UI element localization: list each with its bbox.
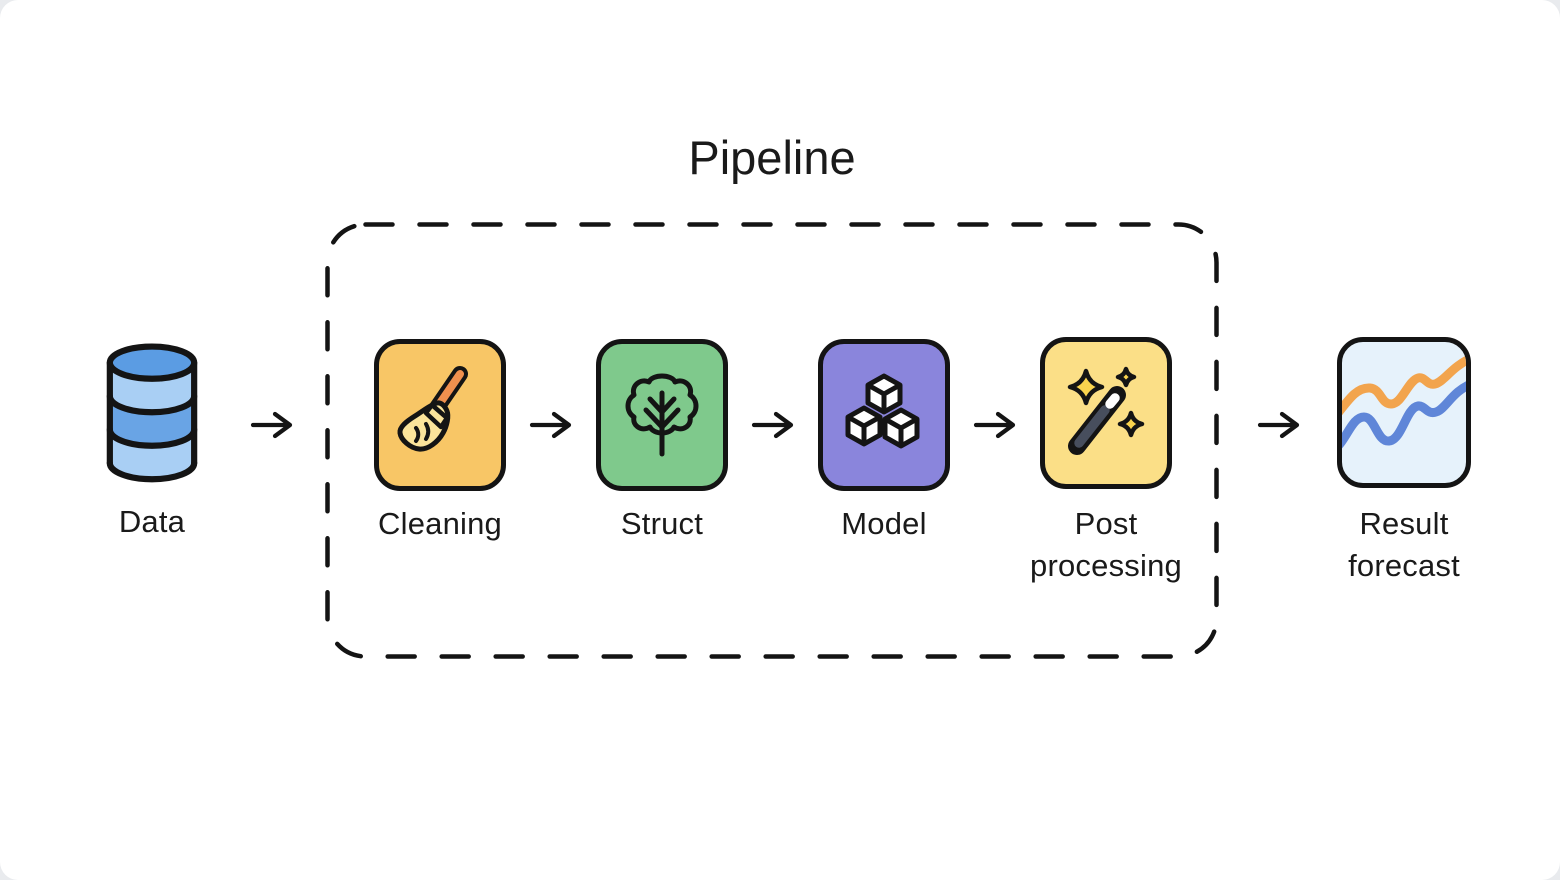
step-tile-struct [596,339,728,491]
data-source-node [90,342,214,485]
pipeline-title: Pipeline [688,131,856,184]
database-icon [106,343,198,483]
tree-icon [625,373,699,457]
cubes-icon [845,373,920,449]
line-chart-icon [1342,355,1466,449]
step-label-post-processing: Post processing [1030,506,1182,583]
step-tile-model [818,339,950,491]
result-node-label: Result forecast [1348,506,1460,583]
step-tile-cleaning [374,339,506,491]
right-arrow-icon [250,411,293,439]
right-arrow-icon [751,411,794,439]
step-tile-post-processing [1040,337,1172,489]
step-label-cleaning: Cleaning [378,506,502,541]
result-node-tile [1337,337,1471,488]
broom-icon [397,366,468,452]
magic-wand-icon [1067,366,1145,455]
step-label-struct: Struct [620,506,704,541]
data-node-label: Data [118,504,186,539]
right-arrow-icon [973,411,1016,439]
right-arrow-icon [1257,411,1300,439]
pipeline-dashed-frame [325,222,1219,659]
step-label-model: Model [841,506,927,541]
right-arrow-icon [529,411,572,439]
